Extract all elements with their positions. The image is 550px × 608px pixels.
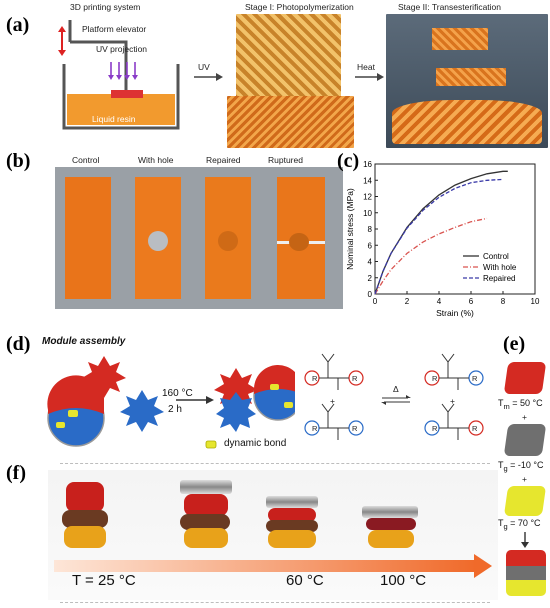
stage2-title: Stage II: Transesterification — [398, 2, 501, 12]
r-label-2: R — [352, 374, 358, 383]
temperature-arrow — [54, 560, 476, 572]
interface-circle-left-icon — [47, 375, 105, 447]
sample-control — [65, 177, 111, 299]
plus-e1: + — [522, 412, 527, 422]
module-assembly-title: Module assembly — [42, 336, 126, 347]
plus-e2: + — [522, 474, 527, 484]
x-tick-label: 10 — [531, 297, 540, 306]
x-tick-label: 6 — [469, 297, 474, 306]
x-tick-label: 4 — [437, 297, 442, 306]
dynamic-bond-label: dynamic bond — [224, 438, 287, 449]
red-block-icon — [503, 362, 547, 394]
printer-schematic — [58, 20, 180, 130]
sample-label-with-hole: With hole — [138, 155, 174, 165]
uv-projection-label: UV projection — [96, 44, 148, 54]
panel-label-e: (e) — [503, 333, 526, 355]
x-tick-label: 0 — [373, 297, 378, 306]
printed-part — [111, 90, 143, 98]
sample-ruptured — [277, 177, 325, 299]
series-line-repaired — [374, 178, 504, 295]
y-tick-label: 14 — [363, 176, 372, 185]
temp-25: T = 25 °C — [72, 572, 136, 589]
stage1-lattice-photo — [236, 14, 341, 100]
tg-label-2: Tg = 70 °C — [498, 518, 541, 531]
r-label-4: R — [352, 424, 358, 433]
liquid-resin-label: Liquid resin — [92, 114, 136, 124]
temperature-label: 160 °C — [162, 388, 193, 399]
series-line-with-hole — [374, 217, 488, 295]
gray-block-icon — [503, 424, 547, 456]
separator-lower — [60, 602, 490, 603]
heat-arrow-icon — [355, 73, 384, 81]
sample-with-hole — [135, 177, 181, 299]
stack-gray-layer — [506, 566, 546, 580]
y-tick-label: 12 — [363, 193, 372, 202]
panel-label-c: (c) — [337, 150, 360, 172]
r-label-3: R — [312, 424, 318, 433]
r-label-8: R — [472, 424, 478, 433]
module-assembly-diagram — [47, 356, 295, 449]
tm-label: Tm = 50 °C — [498, 398, 543, 411]
dynamic-bond-icon — [205, 440, 217, 449]
urea-exchange-reaction — [304, 353, 484, 440]
sample-repaired — [205, 177, 251, 299]
legend-entry: Repaired — [483, 274, 515, 283]
stack-red-layer — [506, 550, 546, 566]
stage1-title: Stage I: Photopolymerization — [245, 2, 354, 12]
stage2-photo — [386, 14, 548, 148]
legend-entry: Control — [483, 252, 509, 261]
temp-60: 60 °C — [286, 572, 324, 589]
heat-arrow-label: Heat — [357, 62, 375, 72]
down-arrow-icon — [521, 532, 529, 548]
panel-label-a: (a) — [6, 14, 30, 36]
y-tick-label: 0 — [368, 290, 373, 299]
plus-left: + — [330, 396, 335, 406]
y-tick-label: 4 — [368, 258, 373, 267]
y-tick-label: 10 — [363, 209, 372, 218]
liquid-resin-fill — [67, 94, 175, 125]
yellow-block-icon — [503, 486, 547, 516]
panel-label-f: (f) — [6, 462, 26, 484]
platform-elevator-label: Platform elevator — [82, 24, 147, 34]
r-label-1: R — [312, 374, 318, 383]
panel-label-b: (b) — [6, 150, 31, 172]
y-tick-label: 6 — [368, 241, 373, 250]
r-label-5: R — [432, 374, 438, 383]
legend-entry: With hole — [483, 263, 517, 272]
sample-photo-background — [55, 167, 343, 309]
r-label-7: R — [432, 424, 438, 433]
printing-system-title: 3D printing system — [70, 2, 141, 12]
uv-arrows-icon — [110, 62, 136, 76]
panel-label-d: (d) — [6, 333, 31, 355]
heating-photo — [48, 470, 498, 600]
uv-arrow-label: UV — [198, 62, 210, 72]
elevator-arrow-icon — [58, 26, 66, 56]
sample-label-ruptured: Ruptured — [268, 155, 303, 165]
separator-upper — [60, 463, 490, 464]
x-tick-label: 2 — [405, 297, 410, 306]
temp-100: 100 °C — [380, 572, 427, 589]
y-tick-label: 8 — [368, 225, 373, 234]
sample-label-repaired: Repaired — [206, 155, 241, 165]
x-axis-label: Strain (%) — [436, 308, 474, 318]
blue-module-icon — [120, 390, 164, 432]
y-tick-label: 2 — [368, 274, 373, 283]
panel-e-stack: Tm = 50 °C + Tg = -10 °C + Tg = 70 °C — [498, 360, 548, 606]
sample-photos: Control With hole Repaired Ruptured — [58, 155, 328, 305]
time-label: 2 h — [168, 404, 182, 415]
stack-yellow-layer — [506, 580, 546, 596]
y-tick-label: 16 — [363, 160, 372, 169]
interface-circle-right-icon — [253, 364, 295, 421]
assembled-module-icon — [214, 368, 258, 432]
y-axis-label: Nominal stress (MPa) — [345, 188, 355, 270]
uv-arrow-icon — [194, 73, 223, 81]
sample-label-control: Control — [72, 155, 100, 165]
plus-right: + — [450, 396, 455, 406]
stage1-bar-photo — [227, 96, 354, 148]
tg-label-1: Tg = -10 °C — [498, 460, 544, 473]
r-label-6: R — [472, 374, 478, 383]
x-tick-label: 8 — [501, 297, 506, 306]
heat-delta: Δ — [393, 384, 399, 394]
